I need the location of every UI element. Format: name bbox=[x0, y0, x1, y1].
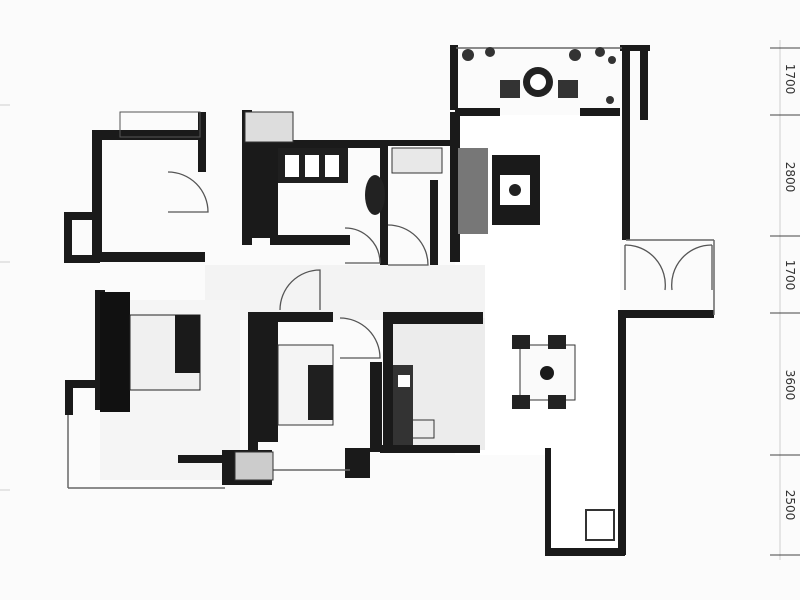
kitchen-sink bbox=[398, 375, 410, 387]
desk-top-left bbox=[119, 111, 201, 138]
wardrobe-top-left bbox=[244, 111, 294, 143]
balcony-outline bbox=[67, 47, 715, 489]
bed-top-middle bbox=[278, 148, 348, 183]
corridor bbox=[205, 265, 485, 320]
dimension-label-1: 1700 bbox=[783, 63, 797, 95]
dimension-ticks bbox=[770, 47, 800, 556]
dimension-label-5: 2500 bbox=[783, 489, 797, 521]
tv-unit bbox=[458, 148, 488, 234]
service-balcony bbox=[545, 448, 620, 553]
kitchen-stove bbox=[409, 419, 435, 439]
master-bed bbox=[100, 292, 201, 412]
bottom-cabinet bbox=[234, 451, 274, 481]
dining-table bbox=[512, 335, 576, 409]
balcony-chair-right bbox=[558, 80, 578, 98]
dimension-label-2: 2800 bbox=[783, 161, 797, 193]
shower bbox=[391, 147, 443, 174]
washing-machine bbox=[585, 509, 615, 541]
dimension-label-3: 1700 bbox=[783, 259, 797, 291]
dimension-label-4: 3600 bbox=[783, 369, 797, 401]
balcony-plants bbox=[462, 47, 616, 104]
toilet bbox=[365, 175, 385, 215]
bed-bottom-middle bbox=[258, 322, 334, 442]
frame-lines bbox=[0, 40, 781, 560]
balcony-chair-left bbox=[500, 80, 520, 98]
furniture bbox=[100, 67, 615, 541]
door-arcs bbox=[167, 171, 713, 359]
sidebar-wardrobe bbox=[245, 148, 270, 238]
